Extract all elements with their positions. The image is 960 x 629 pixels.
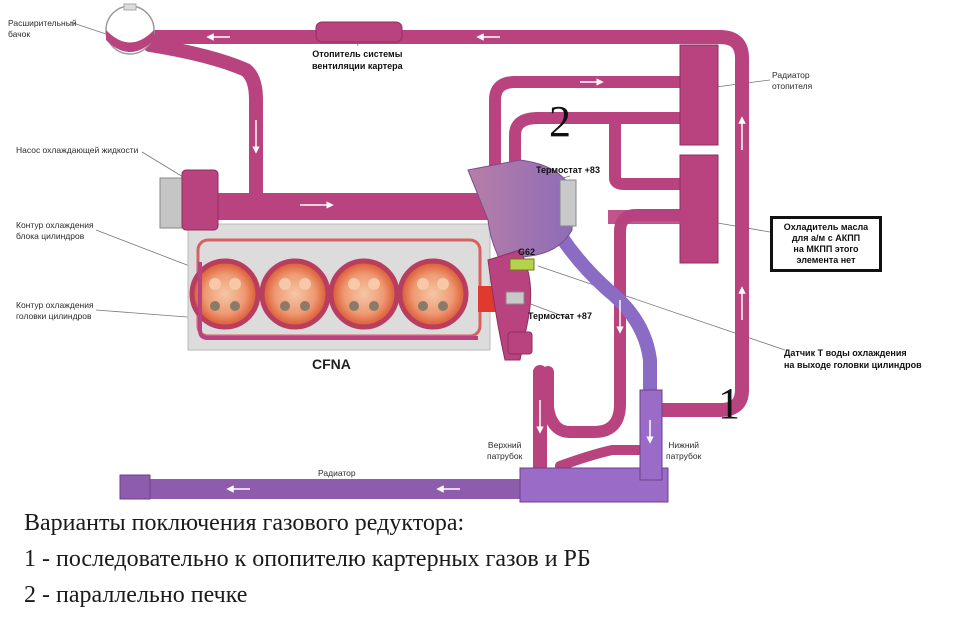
head-cooling-loop [198, 262, 478, 340]
expansion-tank-label: Расширительный бачок [8, 18, 77, 39]
heater-radiator-label: Радиатор отопителя [772, 70, 813, 91]
variant-2-marker: 2 [549, 97, 571, 146]
caption-line-3: 2 - параллельно печке [24, 582, 248, 608]
expansion-tank [105, 3, 155, 55]
caption-line-2: 1 - последовательно к опопителю картерны… [24, 546, 591, 572]
sensor-g62 [509, 258, 535, 271]
caption-line-1: Варианты поключения газового редуктора: [24, 510, 465, 536]
radiator-stub [119, 474, 151, 500]
cylinders [189, 258, 469, 330]
oil-cooler-callout: Охладитель масла для а/м с АКПП на МКПП … [770, 216, 882, 272]
variant-1-marker: 1 [718, 379, 740, 428]
coolant-pump [159, 169, 219, 231]
thermostat-87-label: Термостат +87 [528, 311, 592, 321]
cylinder-1 [189, 258, 261, 330]
lower-hose-label: Нижний патрубок [666, 440, 702, 461]
flow-arrows [206, 33, 746, 493]
block-circuit-label: Контур охлаждения блока цилиндров [16, 220, 94, 241]
crankcase-heater [315, 21, 403, 43]
thermostat-housing [467, 159, 577, 361]
cylinder-4 [397, 258, 469, 330]
oil-cooler-pipe [608, 210, 688, 224]
head-circuit-label: Контур охлаждения головки цилиндров [16, 300, 94, 321]
thermostat-83-label: Термостат +83 [536, 165, 600, 175]
crankcase-heater-label: Отопитель системы вентиляции картера [312, 49, 403, 71]
cylinder-2 [259, 258, 331, 330]
radiator-pipe-bottom [122, 479, 542, 499]
engine-code-label: CFNA [312, 356, 351, 372]
cylinder-3 [328, 258, 400, 330]
radiator-label: Радиатор [318, 468, 356, 478]
temp-sensor-label: Датчик Т воды охлаждения на выходе голов… [784, 348, 922, 370]
heater-radiator-upper [679, 44, 719, 146]
engine-head-rail [188, 194, 488, 220]
leader-lines [69, 21, 786, 351]
coolant-pump-label: Насос охлаждающей жидкости [16, 145, 139, 155]
upper-hose-label: Верхний патрубок [487, 440, 523, 461]
sensor-g62-label: G62 [518, 247, 536, 257]
lower-hose-box [639, 389, 663, 481]
heater-radiator-lower [679, 154, 719, 264]
